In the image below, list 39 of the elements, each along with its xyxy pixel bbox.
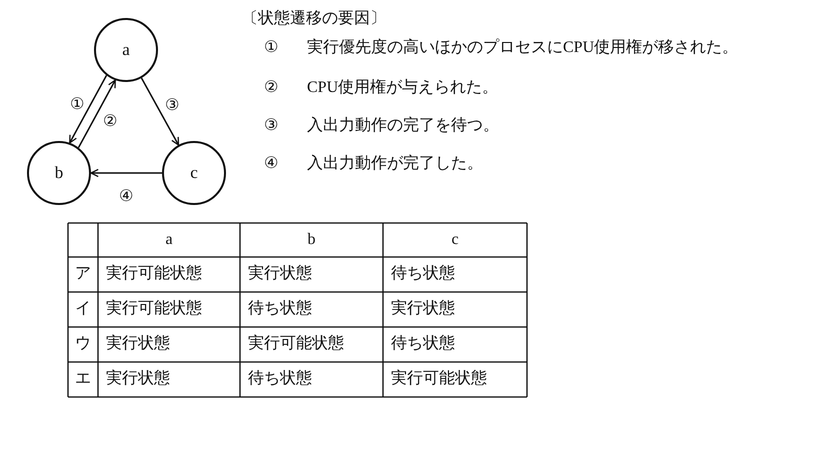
list-item-text: 入出力動作が完了した。	[307, 155, 483, 173]
table-cell: 実行状態	[106, 335, 170, 353]
arrow	[69, 75, 108, 144]
list-item-text: 実行優先度の高いほかのプロセスにCPU使用権が移された。	[307, 39, 738, 57]
state-circle: a	[94, 18, 158, 82]
item-number: ①	[264, 39, 278, 57]
table-cell: 実行状態	[106, 370, 170, 388]
state-circle: b	[27, 141, 91, 205]
edge-label: ③	[165, 97, 179, 115]
table-cell: 実行可能状態	[106, 265, 202, 283]
table-cell: 待ち状態	[248, 300, 312, 318]
state-circle: c	[162, 141, 226, 205]
table-cell: 実行状態	[391, 300, 455, 318]
list-item-text: CPU使用権が与えられた。	[307, 79, 498, 97]
table-cell: 待ち状態	[391, 265, 455, 283]
table-cell: 待ち状態	[391, 335, 455, 353]
item-number: ②	[264, 79, 278, 97]
item-number: ③	[264, 117, 278, 135]
arrow	[140, 78, 180, 146]
table-cell: 実行可能状態	[248, 335, 344, 353]
edge-label: ①	[70, 96, 84, 114]
table-cell: イ	[75, 300, 91, 318]
table-cell: 実行可能状態	[106, 300, 202, 318]
table-cell: ア	[75, 265, 91, 283]
item-number: ④	[264, 155, 278, 173]
edge-label: ②	[103, 113, 117, 131]
table-header: a	[166, 231, 173, 249]
edge-label: ④	[119, 188, 133, 206]
table-header: b	[308, 231, 316, 249]
arrow	[78, 80, 116, 148]
table-cell: 実行状態	[248, 265, 312, 283]
table-cell: ウ	[75, 335, 91, 353]
list-item-text: 入出力動作の完了を待つ。	[307, 117, 499, 135]
table-cell: 待ち状態	[248, 370, 312, 388]
table-header: c	[452, 231, 459, 249]
arrow	[90, 168, 162, 178]
list-heading: 〔状態遷移の要因〕	[242, 10, 386, 28]
table-cell: 実行可能状態	[391, 370, 487, 388]
table-cell: エ	[75, 370, 91, 388]
